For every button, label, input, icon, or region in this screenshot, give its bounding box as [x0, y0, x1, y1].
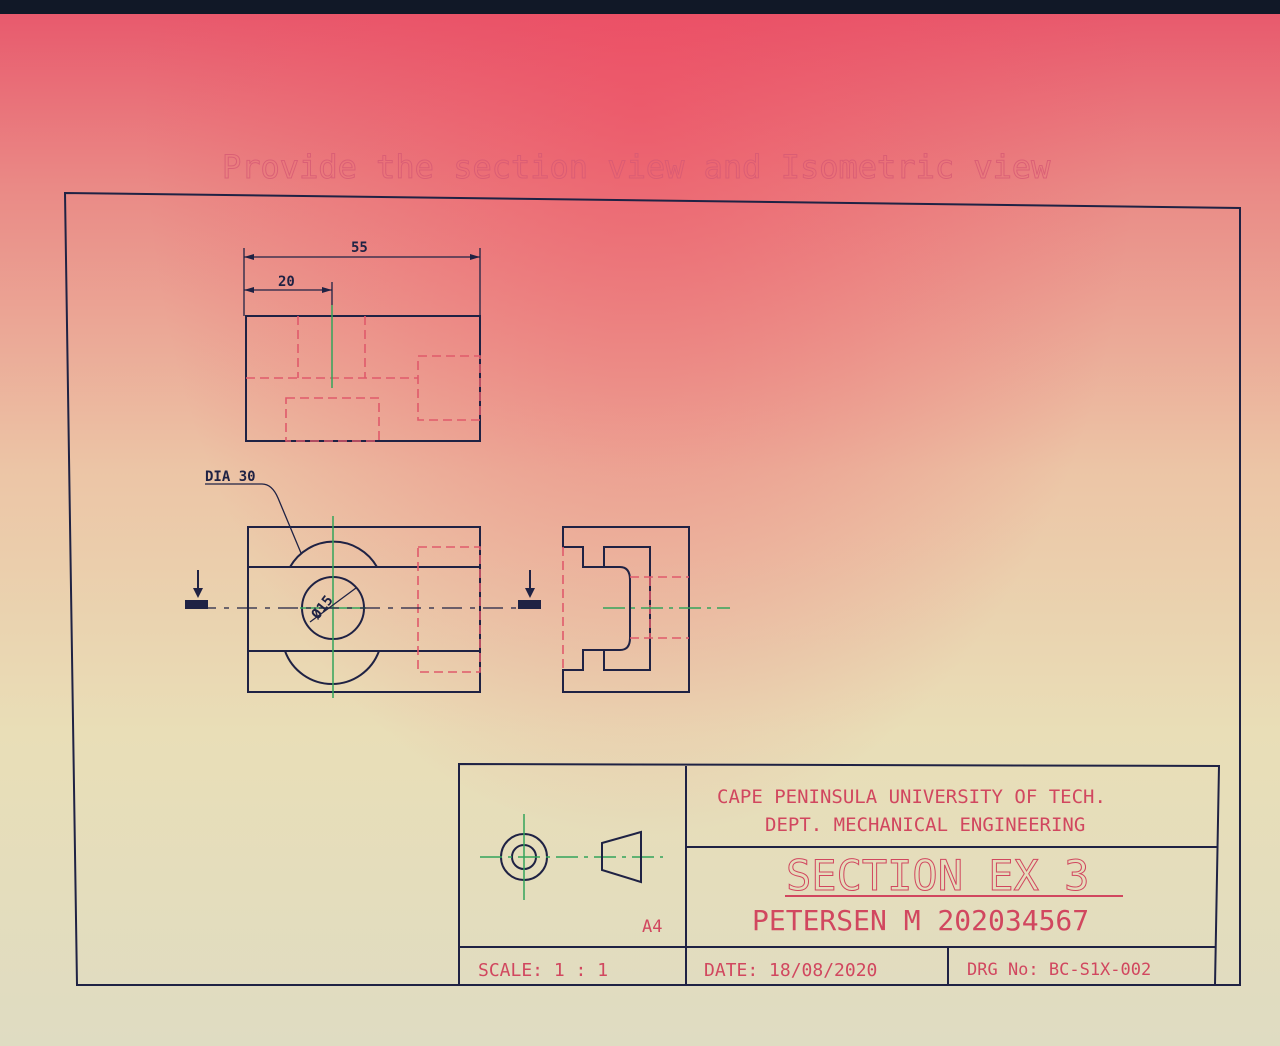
projection-symbol-icon [480, 814, 663, 900]
dimension-20: 20 [244, 274, 333, 305]
sheet-size: A4 [642, 917, 662, 937]
section-arrow-right [518, 570, 541, 609]
section-arrow-left [185, 570, 208, 609]
title-block: A4 CAPE PENINSULA UNIVERSITY OF TECH. DE… [458, 762, 1221, 986]
side-view [562, 526, 730, 693]
department-name: DEPT. MECHANICAL ENGINEERING [765, 814, 1085, 836]
date-field: DATE: 18/08/2020 [704, 960, 877, 981]
dim-55-label: 55 [351, 240, 368, 256]
dim-20-label: 20 [278, 274, 295, 290]
front-view: Ø15 [185, 516, 541, 698]
dia-30-callout: DIA 30 [205, 469, 302, 554]
institution-name: CAPE PENINSULA UNIVERSITY OF TECH. [717, 786, 1106, 808]
dimension-55: 55 [243, 240, 481, 316]
student-name: PETERSEN M 202034567 [752, 904, 1089, 937]
top-view [245, 305, 481, 442]
scale-field: SCALE: 1 : 1 [478, 960, 608, 981]
drawing-title: SECTION EX 3 [786, 851, 1089, 900]
sheet-border [63, 191, 1241, 986]
drawing-number: DRG No: BC-S1X-002 [967, 960, 1151, 980]
dia-30-label: DIA 30 [205, 469, 256, 485]
instruction-text: Provide the section view and Isometric v… [222, 148, 1051, 186]
monitor-bezel [0, 0, 1280, 14]
